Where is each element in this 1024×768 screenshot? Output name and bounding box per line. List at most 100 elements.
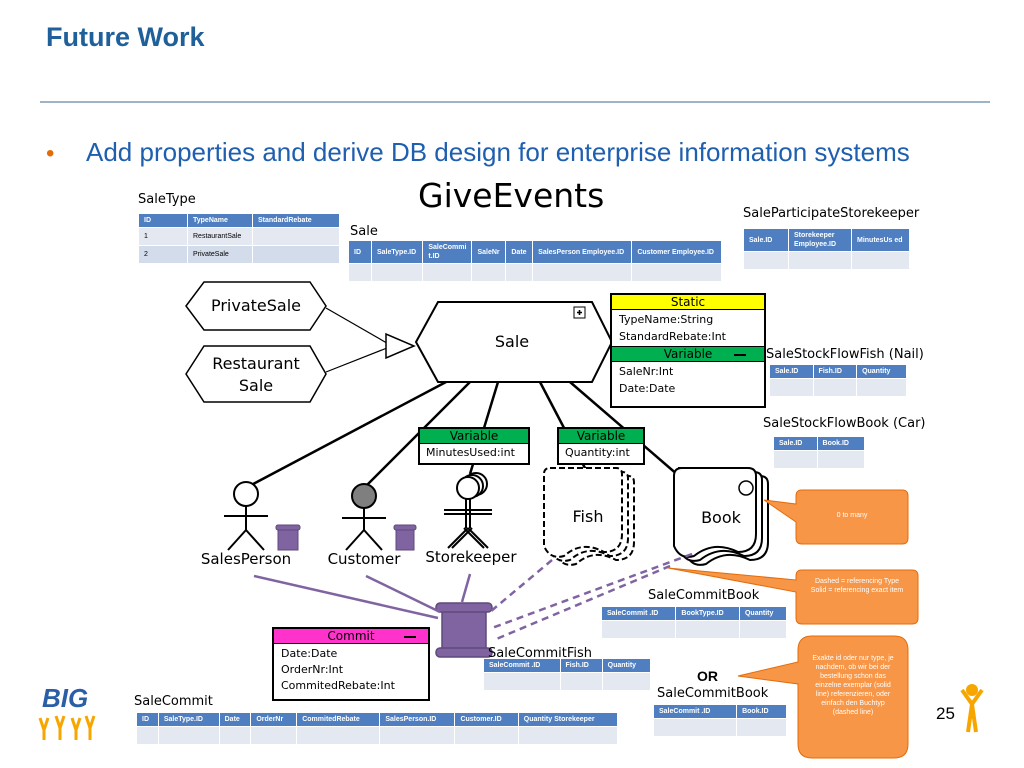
commit-link-fish bbox=[489, 559, 553, 613]
column-header: Book.ID bbox=[736, 704, 787, 719]
sale-participate-storekeeper-table: Sale.ID Storekeeper Employee.ID MinutesU… bbox=[743, 228, 910, 270]
customer-scroll-icon bbox=[393, 524, 417, 551]
sale-to-salesperson-line bbox=[237, 380, 447, 494]
fish-shape bbox=[543, 467, 635, 566]
commit-link-book-exact bbox=[493, 564, 671, 642]
private-sale-label: PrivateSale bbox=[210, 296, 302, 315]
column-header: ID bbox=[348, 240, 372, 264]
static-prop-2: StandardRebate:Int bbox=[619, 330, 726, 343]
column-header: OrderNr bbox=[250, 712, 298, 727]
static-prop-1: TypeName:String bbox=[619, 313, 714, 326]
sale-commit-table: ID SaleType.ID Date OrderNr CommitedReba… bbox=[136, 712, 619, 745]
page-number: 25 bbox=[936, 704, 955, 723]
fish-variable-prop: Quantity:int bbox=[565, 446, 630, 459]
callout-german-bubble bbox=[737, 635, 909, 759]
column-header: ID bbox=[136, 712, 159, 727]
table-row: 1 RestaurantSale bbox=[138, 227, 340, 246]
table-label-sale-participate-storekeeper: SaleParticipateStorekeeper bbox=[743, 206, 920, 221]
column-header: SalesPerson Employee.ID bbox=[532, 240, 633, 264]
column-header: Quantity Storekeeper bbox=[517, 712, 619, 727]
book-marker-icon bbox=[738, 480, 754, 496]
title-divider bbox=[40, 101, 990, 103]
sale-label: Sale bbox=[494, 332, 530, 351]
column-header: SaleCommit .ID bbox=[652, 704, 738, 719]
callout-german: Exakte id oder nur type, je nachdem, ob … bbox=[812, 655, 894, 716]
table-label-sale-commit-fish: SaleCommitFish bbox=[488, 646, 593, 661]
table-label-sale-stock-flow-book: SaleStockFlowBook (Car) bbox=[763, 416, 926, 431]
collapse-icon[interactable] bbox=[734, 354, 746, 356]
sale-stock-flow-fish-table: Sale.ID Fish.ID Quantity bbox=[769, 364, 907, 397]
commit-prop-3: CommitedRebate:Int bbox=[281, 679, 395, 692]
table-row bbox=[652, 718, 787, 737]
column-header: SaleCommit .ID bbox=[600, 606, 677, 621]
big-logo-figures-icon bbox=[38, 715, 96, 740]
commit-prop-1: Date:Date bbox=[281, 647, 338, 660]
static-header: Static bbox=[612, 295, 764, 310]
storekeeper-properties-box: Variable MinutesUsed:int bbox=[418, 427, 530, 465]
fish-properties-box: Variable Quantity:int bbox=[557, 427, 645, 465]
commit-properties-box: Commit Date:Date OrderNr:Int CommitedReb… bbox=[272, 627, 430, 701]
commit-link-customer bbox=[365, 574, 441, 614]
callout-zero-to-many-bubble bbox=[763, 489, 909, 545]
commit-scroll-icon bbox=[435, 602, 493, 658]
table-row bbox=[773, 450, 866, 469]
restaurant-sale-label-line1: Restaurant bbox=[212, 354, 300, 373]
commit-collapse-icon[interactable] bbox=[404, 636, 416, 638]
column-header: Customer.ID bbox=[454, 712, 519, 727]
column-header: Date bbox=[218, 712, 252, 727]
table-row bbox=[348, 263, 722, 282]
table-row bbox=[600, 620, 788, 639]
table-cell: RestaurantSale bbox=[187, 227, 253, 246]
table-label-sale-stock-flow-fish: SaleStockFlowFish (Nail) bbox=[766, 347, 924, 362]
commit-header: Commit bbox=[327, 629, 375, 643]
table-cell: 1 bbox=[138, 227, 188, 246]
restaurant-sale-hexagon bbox=[185, 345, 327, 403]
commit-link-salesperson bbox=[253, 574, 439, 620]
table-label-sale-commit-book-type: SaleCommitBook bbox=[648, 588, 760, 603]
table-row bbox=[136, 726, 619, 745]
storekeeper-variable-prop: MinutesUsed:int bbox=[426, 446, 515, 459]
table-row bbox=[743, 251, 910, 270]
column-header: SaleType.ID bbox=[370, 240, 424, 264]
sale-commit-book-type-table: SaleCommit .ID BookType.ID Quantity bbox=[600, 606, 788, 639]
commit-prop-2: OrderNr:Int bbox=[281, 663, 344, 676]
variable-prop-2: Date:Date bbox=[619, 382, 676, 395]
column-header: StandardRebate bbox=[252, 213, 340, 228]
book-label: Book bbox=[701, 508, 741, 527]
sale-to-customer-line bbox=[359, 381, 471, 493]
fish-variable-header: Variable bbox=[559, 429, 643, 444]
restaurant-sale-label-line2: Sale bbox=[238, 376, 274, 395]
big-logo: BIG bbox=[42, 683, 89, 713]
slide-title: Future Work bbox=[46, 22, 205, 52]
callout-zero-to-many: 0 to many bbox=[836, 512, 868, 519]
table-cell: PrivateSale bbox=[187, 245, 253, 264]
sale-table: ID SaleType.ID SaleCommi t.ID SaleNr Dat… bbox=[348, 240, 722, 282]
diagram-title: GiveEvents bbox=[418, 176, 605, 215]
column-header: BookType.ID bbox=[675, 606, 740, 621]
callout-dashed-bubble bbox=[667, 567, 919, 625]
customer-label: Customer bbox=[327, 550, 401, 568]
commit-header-bar: Commit bbox=[274, 629, 428, 644]
column-header: SaleType.ID bbox=[157, 712, 220, 727]
column-header: Sale.ID bbox=[773, 436, 818, 451]
storekeeper-label: Storekeeper bbox=[425, 548, 517, 566]
column-header: CommitedRebate bbox=[296, 712, 381, 727]
inheritance-triangle bbox=[385, 332, 416, 360]
bullet-text: Add properties and derive DB design for … bbox=[86, 137, 910, 167]
table-cell bbox=[252, 227, 340, 246]
callout-dashed-solid: Dashed = referencing Type Solid = refere… bbox=[810, 578, 904, 594]
table-label-sale-commit: SaleCommit bbox=[134, 694, 213, 709]
table-cell: 2 bbox=[138, 245, 188, 264]
inheritance-line-restaurant bbox=[325, 345, 393, 373]
column-header: Quantity bbox=[738, 606, 788, 621]
column-header: Fish.ID bbox=[812, 364, 858, 379]
variable-header: Variable bbox=[663, 347, 713, 361]
sale-stock-flow-book-table: Sale.ID Book.ID bbox=[773, 436, 866, 469]
table-cell bbox=[252, 245, 340, 264]
fish-label: Fish bbox=[572, 507, 604, 526]
commit-link-storekeeper bbox=[460, 573, 472, 603]
bullet-marker: • bbox=[46, 140, 55, 167]
variable-header-bar: Variable bbox=[612, 346, 764, 362]
column-header: Quantity bbox=[856, 364, 907, 379]
